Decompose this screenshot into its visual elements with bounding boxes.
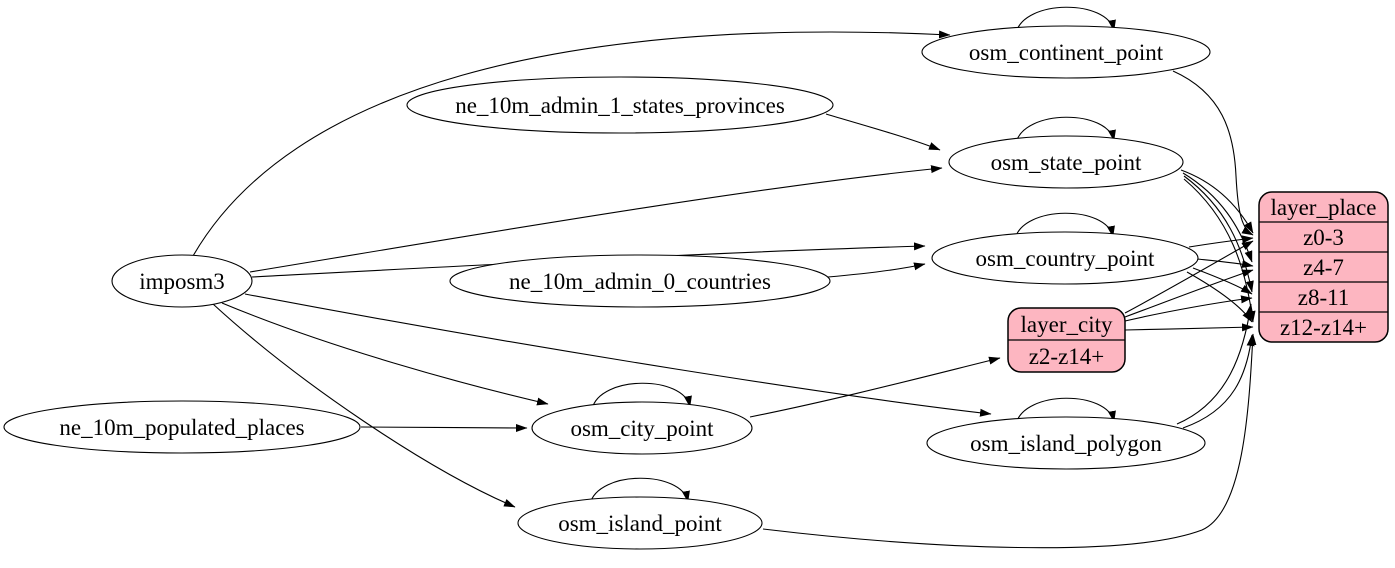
edge-osm-island-point-to-layer-place-z12-z14 <box>762 333 1257 549</box>
edge-osm-city-point-to-osm-city-point <box>591 382 692 410</box>
edge-osm-country-point-to-osm-country-point <box>1014 212 1115 240</box>
ne-10m-admin-1-states-provinces-label: ne_10m_admin_1_states_provinces <box>455 93 785 118</box>
edge-layer-city-to-layer-place-z0-3 <box>1124 240 1254 314</box>
ne-10m-populated-places-label: ne_10m_populated_places <box>59 415 304 440</box>
layer-place-title: layer_place <box>1271 195 1377 220</box>
edge-osm-island-point-to-osm-island-point <box>589 477 690 505</box>
node-layer-city: layer_city z2-z14+ <box>1007 307 1126 373</box>
imposm3-ellipse <box>111 254 253 308</box>
osm-state-point-ellipse <box>948 135 1184 189</box>
edge-osm-continent-point-to-layer-place-z0-3 <box>1172 70 1254 236</box>
node-osm-country-point: osm_country_point <box>931 231 1199 285</box>
node-ne-10m-admin-0-countries: ne_10m_admin_0_countries <box>449 254 831 308</box>
node-imposm3: imposm3 <box>111 254 253 308</box>
edge-layer-city-to-layer-place-z8-11 <box>1124 295 1253 322</box>
edge-osm-island-polygon-to-layer-place-z12-z14 <box>1182 334 1255 429</box>
osm-state-point-label: osm_state_point <box>991 150 1142 175</box>
edge-osm-continent-point-to-osm-continent-point <box>1015 6 1116 34</box>
ne-10m-admin-0-countries-ellipse <box>449 254 831 308</box>
edge-osm-state-point-to-osm-state-point <box>1015 116 1116 144</box>
edge-ne-10m-admin-0-countries-to-osm-country-point <box>827 262 926 278</box>
node-ne-10m-admin-1-states-provinces: ne_10m_admin_1_states_provinces <box>406 76 834 134</box>
node-layer-place: layer_place z0-3 z4-7 z8-11 z12-z14+ <box>1258 191 1389 343</box>
edge-osm-state-point-to-layer-place-z12-z14 <box>1183 178 1256 323</box>
edge-osm-city-point-to-layer-city-z2-z14 <box>749 356 1001 418</box>
nodes-group: imposm3 ne_10m_admin_1_states_provincesne… <box>3 25 1389 550</box>
osm-island-point-ellipse <box>517 496 763 550</box>
osm-island-polygon-label: osm_island_polygon <box>970 431 1162 456</box>
layer-place-row-z0-3: z0-3 <box>1303 225 1344 250</box>
layer-city-row-z2-z14: z2-z14+ <box>1029 344 1105 369</box>
node-osm-city-point: osm_city_point <box>531 401 753 455</box>
ne-10m-admin-0-countries-label: ne_10m_admin_0_countries <box>509 269 771 294</box>
edges-group <box>192 6 1257 549</box>
node-ne-10m-populated-places: ne_10m_populated_places <box>3 400 361 454</box>
layer-place-row-z8-11: z8-11 <box>1298 285 1350 310</box>
edge-imposm3-to-osm-island-polygon <box>244 293 992 417</box>
osm-country-point-label: osm_country_point <box>976 246 1155 271</box>
layer-place-box <box>1258 191 1389 343</box>
edge-layer-city-to-layer-place-z12-z14 <box>1124 323 1254 332</box>
edge-osm-country-point-to-layer-place-z8-11 <box>1192 267 1253 295</box>
layer-place-row-z4-7: z4-7 <box>1303 255 1344 280</box>
osm-city-point-label: osm_city_point <box>570 416 714 441</box>
osm-country-point-ellipse <box>931 231 1199 285</box>
imposm3-label: imposm3 <box>139 269 225 294</box>
node-osm-state-point: osm_state_point <box>948 135 1184 189</box>
layer-place-row-z12-z14: z12-z14+ <box>1280 315 1367 340</box>
edge-osm-island-polygon-to-osm-island-polygon <box>1015 397 1116 425</box>
node-osm-island-point: osm_island_point <box>517 496 763 550</box>
osm-island-polygon-ellipse <box>926 416 1206 470</box>
edge-osm-country-point-to-layer-place-z4-7 <box>1196 258 1254 268</box>
ne-10m-admin-1-states-provinces-ellipse <box>406 76 834 134</box>
edge-imposm3-to-osm-city-point <box>221 302 549 406</box>
edge-imposm3-to-osm-island-point <box>212 303 516 508</box>
edge-imposm3-to-osm-state-point <box>249 165 943 273</box>
edge-osm-country-point-to-layer-place-z12-z14 <box>1186 271 1253 323</box>
node-osm-island-polygon: osm_island_polygon <box>926 416 1206 470</box>
edge-osm-state-point-to-layer-place-z4-7 <box>1182 172 1253 263</box>
osm-city-point-ellipse <box>531 401 753 455</box>
edge-osm-island-polygon-to-layer-place-z8-11 <box>1176 303 1254 425</box>
edge-layer-city-to-layer-place-z4-7 <box>1124 269 1254 318</box>
osm-continent-point-label: osm_continent_point <box>969 40 1164 65</box>
edge-ne-10m-admin-1-states-provinces-to-osm-state-point <box>825 113 941 151</box>
layer-city-title: layer_city <box>1021 312 1113 337</box>
edge-ne-10m-populated-places-to-osm-city-point <box>360 423 528 432</box>
edge-osm-country-point-to-layer-place-z0-3 <box>1188 235 1254 248</box>
edge-osm-state-point-to-layer-place-z0-3 <box>1180 169 1254 234</box>
osm-island-point-label: osm_island_point <box>558 511 722 536</box>
ne-10m-populated-places-ellipse <box>3 400 361 454</box>
node-osm-continent-point: osm_continent_point <box>921 25 1211 79</box>
edge-imposm3-to-osm-continent-point <box>192 30 951 257</box>
osm-continent-point-ellipse <box>921 25 1211 79</box>
